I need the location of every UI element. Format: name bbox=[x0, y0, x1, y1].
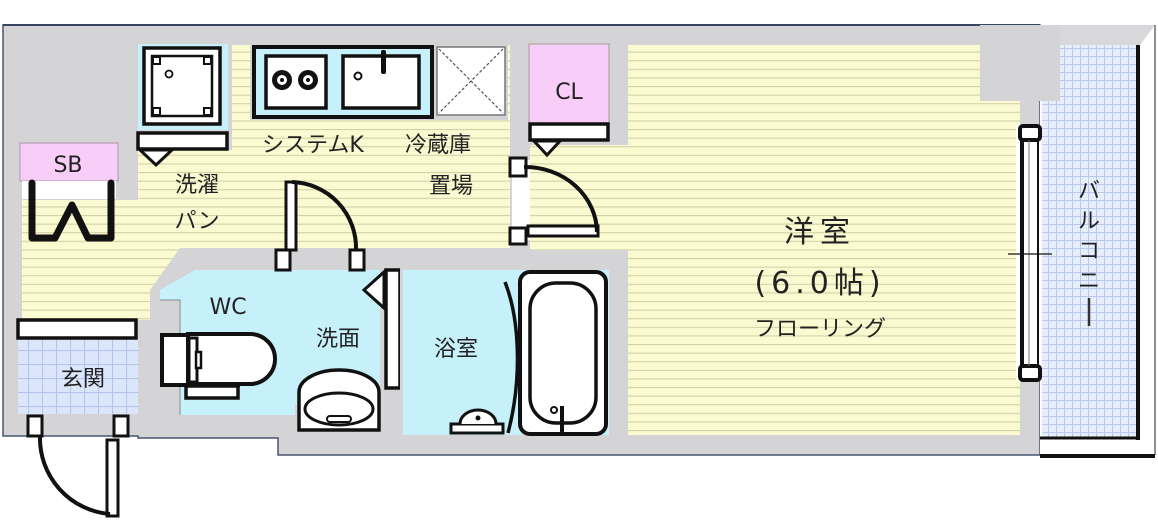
bathroom-area bbox=[400, 252, 628, 452]
svg-text:バ: バ bbox=[1078, 179, 1100, 204]
washer-label-line2: パン bbox=[174, 209, 219, 234]
western-room-label: 洋室 bbox=[784, 215, 856, 250]
balcony-window bbox=[1008, 124, 1052, 382]
shoe-box-label: SB bbox=[53, 153, 82, 178]
fridge-label-line2: 置場 bbox=[429, 174, 473, 199]
fridge-label-line1: 冷蔵庫 bbox=[405, 133, 471, 158]
svg-text:ル: ル bbox=[1078, 209, 1100, 234]
svg-text:ニ: ニ bbox=[1078, 269, 1100, 294]
system-kitchen bbox=[252, 45, 434, 119]
entrance bbox=[16, 318, 138, 518]
balcony bbox=[1040, 25, 1158, 460]
western-room-door bbox=[508, 156, 600, 246]
toilet-label: WC bbox=[209, 295, 246, 320]
western-room-floor bbox=[628, 45, 1020, 435]
entrance-label: 玄関 bbox=[61, 367, 105, 392]
washer-pan bbox=[136, 44, 229, 168]
fridge-space bbox=[436, 46, 506, 116]
closet bbox=[528, 43, 610, 158]
balcony-label: バ ル コ ニ bbox=[1078, 179, 1100, 326]
western-room-size: (6.0帖) bbox=[754, 266, 885, 301]
western-room-floor-type: フローリング bbox=[754, 317, 886, 342]
svg-text:コ: コ bbox=[1078, 239, 1100, 264]
shoe-box bbox=[19, 142, 119, 242]
wc-washroom-area bbox=[158, 252, 402, 432]
closet-label: CL bbox=[555, 80, 583, 105]
kitchen-label: システムK bbox=[262, 133, 364, 158]
washroom-label: 洗面 bbox=[316, 327, 360, 352]
washer-label-line1: 洗濯 bbox=[175, 173, 219, 198]
toilet-door bbox=[274, 180, 366, 272]
structural-column bbox=[980, 25, 1060, 101]
bathroom-label: 浴室 bbox=[434, 337, 478, 362]
